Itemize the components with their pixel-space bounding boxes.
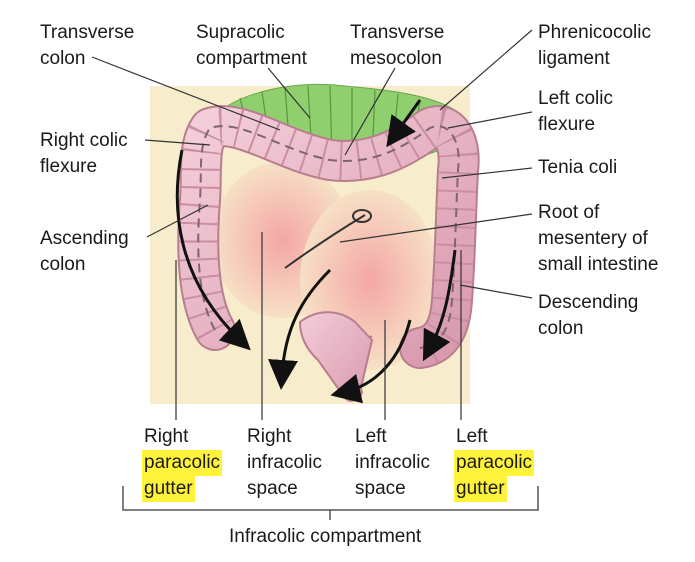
label-right-paracolic-gutter: Right paracolic gutter: [142, 424, 223, 502]
label-infracolic-compartment: Infracolic compartment: [229, 526, 422, 547]
label-left-paracolic-gutter: Left paracolic gutter: [454, 424, 535, 502]
root-of-mesentery: [284, 214, 366, 269]
root-of-mesentery-end: [352, 209, 372, 223]
tenia-coli-band: [197, 125, 460, 349]
highlight-right-gutter: gutter: [142, 476, 195, 502]
label-tenia-coli: Tenia coli: [538, 157, 618, 178]
highlight-left-gutter: gutter: [454, 476, 507, 502]
highlight-left-paracolic: paracolic: [454, 450, 535, 476]
highlight-right-paracolic: paracolic: [142, 450, 223, 476]
leader-lines: [91, 29, 533, 420]
